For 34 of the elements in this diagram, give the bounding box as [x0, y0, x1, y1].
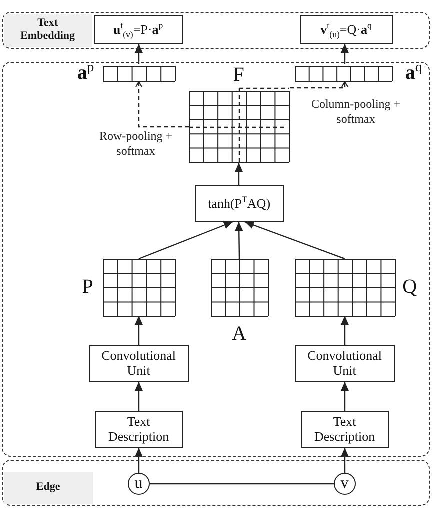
matrix-label: a$^{q}$: [404, 64, 424, 82]
arrow: [135, 316, 143, 345]
node-circle: v: [334, 472, 356, 495]
dashed-group-box: [2, 12, 430, 49]
arrow: [235, 163, 243, 185]
process-box: u$^{t}$$_{(v)}$=P·a$^{p}$: [94, 14, 183, 44]
process-box: tanh(P$^{T}$AQ): [194, 184, 284, 222]
group-title: Edge: [4, 472, 93, 504]
process-box: v$^{t}$$_{(u)}$=Q·a$^{q}$: [300, 14, 393, 44]
matrix-label: a$^{p}$: [76, 64, 96, 82]
matrix-label: Q: [402, 276, 418, 298]
arrow: [138, 221, 234, 260]
arrow: [135, 382, 143, 411]
matrix-label: F: [232, 64, 246, 86]
matrix-label: A: [231, 322, 248, 345]
dashed-arrow: [290, 81, 349, 89]
process-box: Text Description: [94, 410, 183, 448]
dashed-arrow: [135, 81, 189, 128]
matrix-label: P: [81, 276, 94, 298]
process-box: Text Description: [300, 410, 389, 448]
connector-line: [150, 483, 334, 485]
arrow: [235, 222, 244, 259]
arrow: [135, 44, 143, 64]
arrow: [341, 316, 349, 345]
process-box: Convolutional Unit: [88, 344, 189, 382]
arrow: [135, 448, 143, 473]
arrow: [341, 44, 349, 64]
node-circle: u: [128, 472, 150, 495]
arrow: [341, 448, 349, 473]
group-title: Text Embedding: [4, 14, 92, 47]
process-box: Convolutional Unit: [294, 344, 395, 382]
arrow: [244, 221, 346, 260]
arrow: [341, 382, 349, 411]
dashed-group-box: [2, 460, 430, 506]
